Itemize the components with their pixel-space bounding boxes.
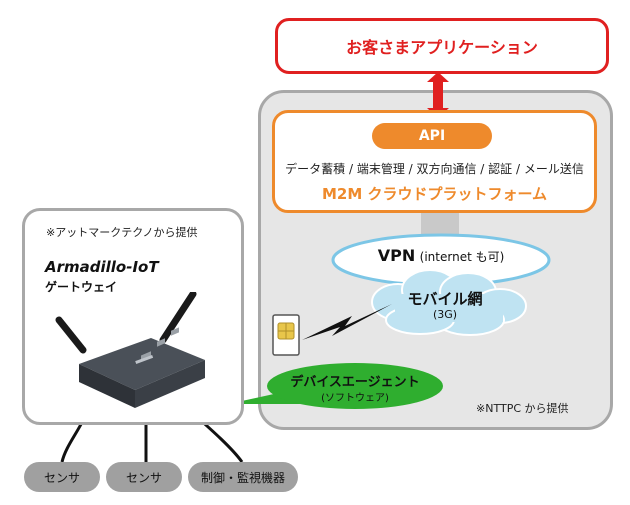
platform-functions: データ蓄積 / 端末管理 / 双方向通信 / 認証 / メール送信 bbox=[285, 162, 584, 176]
platform-title: M2M クラウドプラットフォーム bbox=[321, 185, 548, 203]
gateway-note: ※アットマークテクノから提供 bbox=[46, 226, 198, 239]
customer-application-box: お客さまアプリケーション bbox=[275, 18, 609, 74]
sensor-label: センサ bbox=[43, 470, 80, 485]
sensor-pill-2: センサ bbox=[106, 462, 182, 492]
gateway-subtitle: ゲートウェイ bbox=[45, 280, 118, 294]
mobile-network-title: モバイル網 bbox=[407, 290, 483, 308]
router-device-icon bbox=[55, 292, 205, 408]
control-monitor-label: 制御・監視機器 bbox=[200, 470, 285, 485]
vpn-main-label: VPN bbox=[377, 246, 416, 265]
api-label: API bbox=[418, 128, 446, 144]
device-agent-bubble bbox=[228, 363, 443, 409]
device-agent-title: デバイスエージェント bbox=[290, 375, 420, 390]
lightning-icon bbox=[302, 304, 392, 340]
nttpc-note: ※NTTPC から提供 bbox=[476, 402, 569, 415]
sensor-label: センサ bbox=[125, 470, 162, 485]
mobile-network-sub: (3G) bbox=[432, 308, 458, 321]
customer-application-label: お客さまアプリケーション bbox=[346, 38, 538, 57]
mobile-network-cloud bbox=[371, 269, 527, 336]
gateway-product-name: Armadillo-IoT bbox=[45, 258, 159, 276]
vpn-label: VPN (internet も可) bbox=[336, 246, 546, 265]
device-agent-sub: (ソフトウェア) bbox=[321, 393, 389, 404]
api-badge: API bbox=[372, 123, 492, 149]
vpn-sub-label: (internet も可) bbox=[419, 250, 505, 264]
sim-card-icon bbox=[272, 314, 300, 356]
sensor-pill-1: センサ bbox=[24, 462, 100, 492]
control-monitor-device-pill: 制御・監視機器 bbox=[188, 462, 298, 492]
